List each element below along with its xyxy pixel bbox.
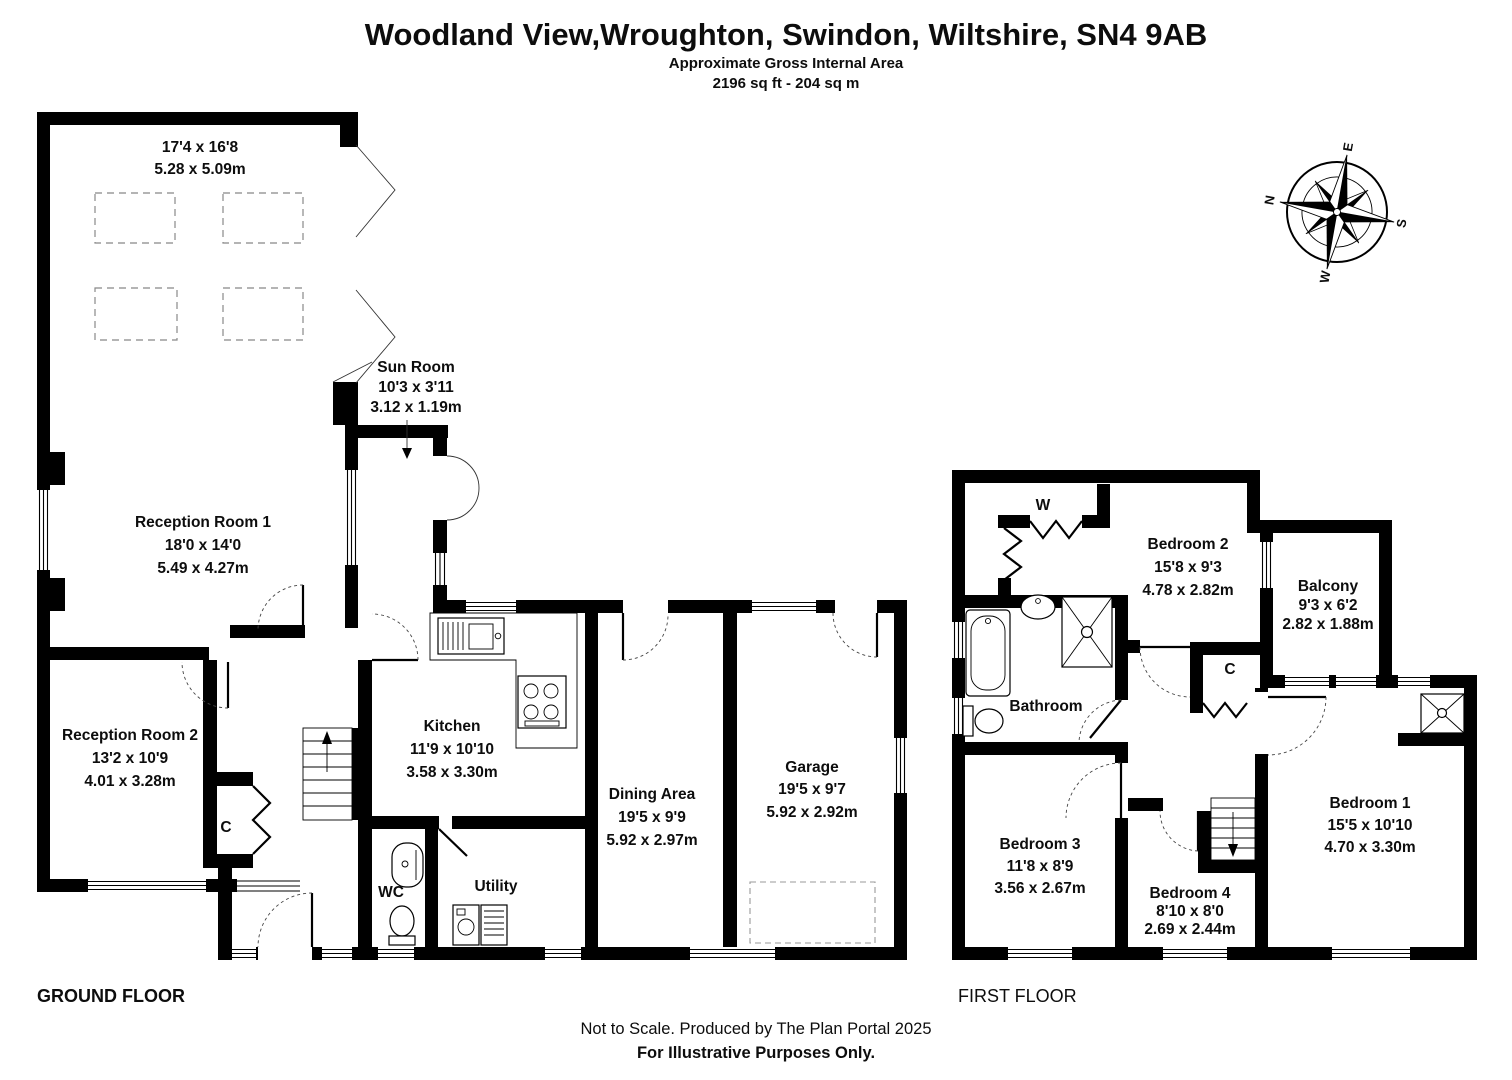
bedroom-4-name: Bedroom 4	[1150, 885, 1231, 902]
room-label-garage: Garage 19'5 x 9'7 5.92 x 2.92m	[766, 759, 857, 821]
compass-west-label: W	[1317, 269, 1334, 284]
balcony-dim-m: 2.82 x 1.88m	[1282, 616, 1373, 633]
garage-dim-ft: 19'5 x 9'7	[778, 781, 846, 798]
room-label-kitchen: Kitchen 11'9 x 10'10 3.58 x 3.30m	[406, 718, 497, 781]
bathroom-sink-icon	[1020, 594, 1056, 620]
shower-icon	[1061, 596, 1113, 668]
garage-door-dashed	[749, 881, 876, 944]
dining-dim-m: 5.92 x 2.97m	[606, 832, 697, 849]
footer: Not to Scale. Produced by The Plan Porta…	[581, 1020, 932, 1062]
room-label-bedroom-3: Bedroom 3 11'8 x 8'9 3.56 x 2.67m	[994, 836, 1085, 897]
first-doors	[1002, 519, 1327, 852]
page-title: Woodland View,Wroughton, Swindon, Wiltsh…	[365, 17, 1207, 52]
kitchen-sink-icon	[437, 617, 505, 655]
footer-note: Not to Scale. Produced by The Plan Porta…	[581, 1020, 932, 1038]
header: Woodland View,Wroughton, Swindon, Wiltsh…	[365, 17, 1207, 92]
kitchen-dim-ft: 11'9 x 10'10	[410, 741, 494, 758]
bedroom-1-dim-m: 4.70 x 3.30m	[1324, 839, 1415, 856]
main-room-dim-ft: 17'4 x 16'8	[162, 139, 239, 156]
ground-windows	[37, 470, 907, 960]
bedroom-4-dim-m: 2.69 x 2.44m	[1144, 921, 1235, 938]
page-subtitle: Approximate Gross Internal Area	[669, 55, 904, 72]
hob-icon	[517, 675, 567, 729]
ground-floor-label: GROUND FLOOR	[37, 986, 185, 1006]
bedroom-1-dim-ft: 15'5 x 10'10	[1328, 817, 1413, 834]
sun-room-dim-ft: 10'3 x 3'11	[378, 379, 454, 396]
garage-name: Garage	[785, 759, 839, 776]
kitchen-dim-m: 3.58 x 3.30m	[406, 764, 497, 781]
room-label-main-room: 17'4 x 16'8 5.28 x 5.09m	[154, 139, 245, 178]
utility-label: Utility	[474, 878, 517, 895]
room-label-reception-1: Reception Room 1 18'0 x 14'0 5.49 x 4.27…	[135, 514, 271, 577]
first-cupboard-label: C	[1224, 661, 1235, 678]
wc-sink-icon	[391, 842, 424, 888]
utility-appliances-icon	[452, 904, 508, 946]
dining-dim-ft: 19'5 x 9'9	[618, 809, 686, 826]
room-label-bedroom-4: Bedroom 4 8'10 x 8'0 2.69 x 2.44m	[1144, 885, 1235, 938]
bathroom-label: Bathroom	[1009, 698, 1082, 715]
room-label-bedroom-2: Bedroom 2 15'8 x 9'3 4.78 x 2.82m	[1142, 536, 1233, 599]
bay-chevrons	[332, 144, 396, 384]
balcony-dim-ft: 9'3 x 6'2	[1298, 597, 1357, 614]
sunroom-arrow	[402, 420, 412, 459]
compass-main-points	[1279, 154, 1395, 270]
main-room-dim-m: 5.28 x 5.09m	[154, 161, 245, 178]
wc-label: WC	[378, 884, 404, 901]
reception-2-dim-m: 4.01 x 3.28m	[84, 773, 175, 790]
bedroom-2-dim-ft: 15'8 x 9'3	[1154, 559, 1222, 576]
ground-cupboard-label: C	[220, 819, 231, 836]
reception-2-dim-ft: 13'2 x 10'9	[92, 750, 169, 767]
reception-1-name: Reception Room 1	[135, 514, 271, 531]
kitchen-counter-icon	[429, 612, 578, 749]
ground-walls	[37, 112, 907, 960]
compass-rose-icon: N E S W	[1261, 141, 1409, 284]
wc-toilet-icon	[388, 905, 416, 946]
toilet-icon	[962, 705, 1004, 737]
first-stairs-icon	[1210, 797, 1256, 861]
kitchen-name: Kitchen	[424, 718, 481, 735]
ensuite-shower-icon	[1420, 693, 1465, 734]
room-label-balcony: Balcony 9'3 x 6'2 2.82 x 1.88m	[1282, 578, 1373, 633]
room-label-reception-2: Reception Room 2 13'2 x 10'9 4.01 x 3.28…	[62, 727, 198, 790]
sun-room-name: Sun Room	[377, 359, 455, 376]
skylight-dashed-squares	[94, 192, 304, 341]
bedroom-2-name: Bedroom 2	[1148, 536, 1229, 553]
bedroom-3-name: Bedroom 3	[1000, 836, 1081, 853]
wardrobe-label: W	[1036, 497, 1051, 514]
reception-1-dim-m: 5.49 x 4.27m	[157, 560, 248, 577]
ground-floor-plan: 17'4 x 16'8 5.28 x 5.09m Sun Room 10'3 x…	[37, 112, 907, 960]
sun-room-dim-m: 3.12 x 1.19m	[370, 399, 461, 416]
dining-name: Dining Area	[609, 786, 696, 803]
compass-north-label: N	[1261, 194, 1277, 206]
room-label-dining: Dining Area 19'5 x 9'9 5.92 x 2.97m	[606, 786, 697, 849]
bath-icon	[965, 609, 1011, 697]
bedroom-2-dim-m: 4.78 x 2.82m	[1142, 582, 1233, 599]
reception-1-dim-ft: 18'0 x 14'0	[165, 537, 241, 554]
footer-disclaimer: For Illustrative Purposes Only.	[637, 1044, 875, 1062]
cupboard1f-bifold-icon	[1202, 701, 1248, 719]
reception-2-name: Reception Room 2	[62, 727, 198, 744]
bedroom-1-name: Bedroom 1	[1330, 795, 1411, 812]
bedroom-4-dim-ft: 8'10 x 8'0	[1156, 903, 1224, 920]
garage-dim-m: 5.92 x 2.92m	[766, 804, 857, 821]
room-label-sun-room: Sun Room 10'3 x 3'11 3.12 x 1.19m	[370, 359, 461, 416]
first-floor-label: FIRST FLOOR	[958, 986, 1077, 1006]
page-area: 2196 sq ft - 204 sq m	[713, 75, 860, 92]
bedroom-3-dim-ft: 11'8 x 8'9	[1007, 858, 1074, 875]
room-label-bedroom-1: Bedroom 1 15'5 x 10'10 4.70 x 3.30m	[1324, 795, 1415, 856]
ground-doors	[181, 455, 879, 948]
cupboard-bifold-icon	[251, 785, 272, 855]
bedroom-3-dim-m: 3.56 x 2.67m	[994, 880, 1085, 897]
compass-east-label: E	[1340, 141, 1356, 152]
ground-stairs-icon	[302, 727, 353, 821]
first-floor-plan: Bedroom 2 15'8 x 9'3 4.78 x 2.82m Balcon…	[952, 470, 1477, 960]
balcony-name: Balcony	[1298, 578, 1359, 595]
wardrobe-bifold-icon	[1029, 519, 1083, 540]
compass-south-label: S	[1393, 217, 1409, 228]
